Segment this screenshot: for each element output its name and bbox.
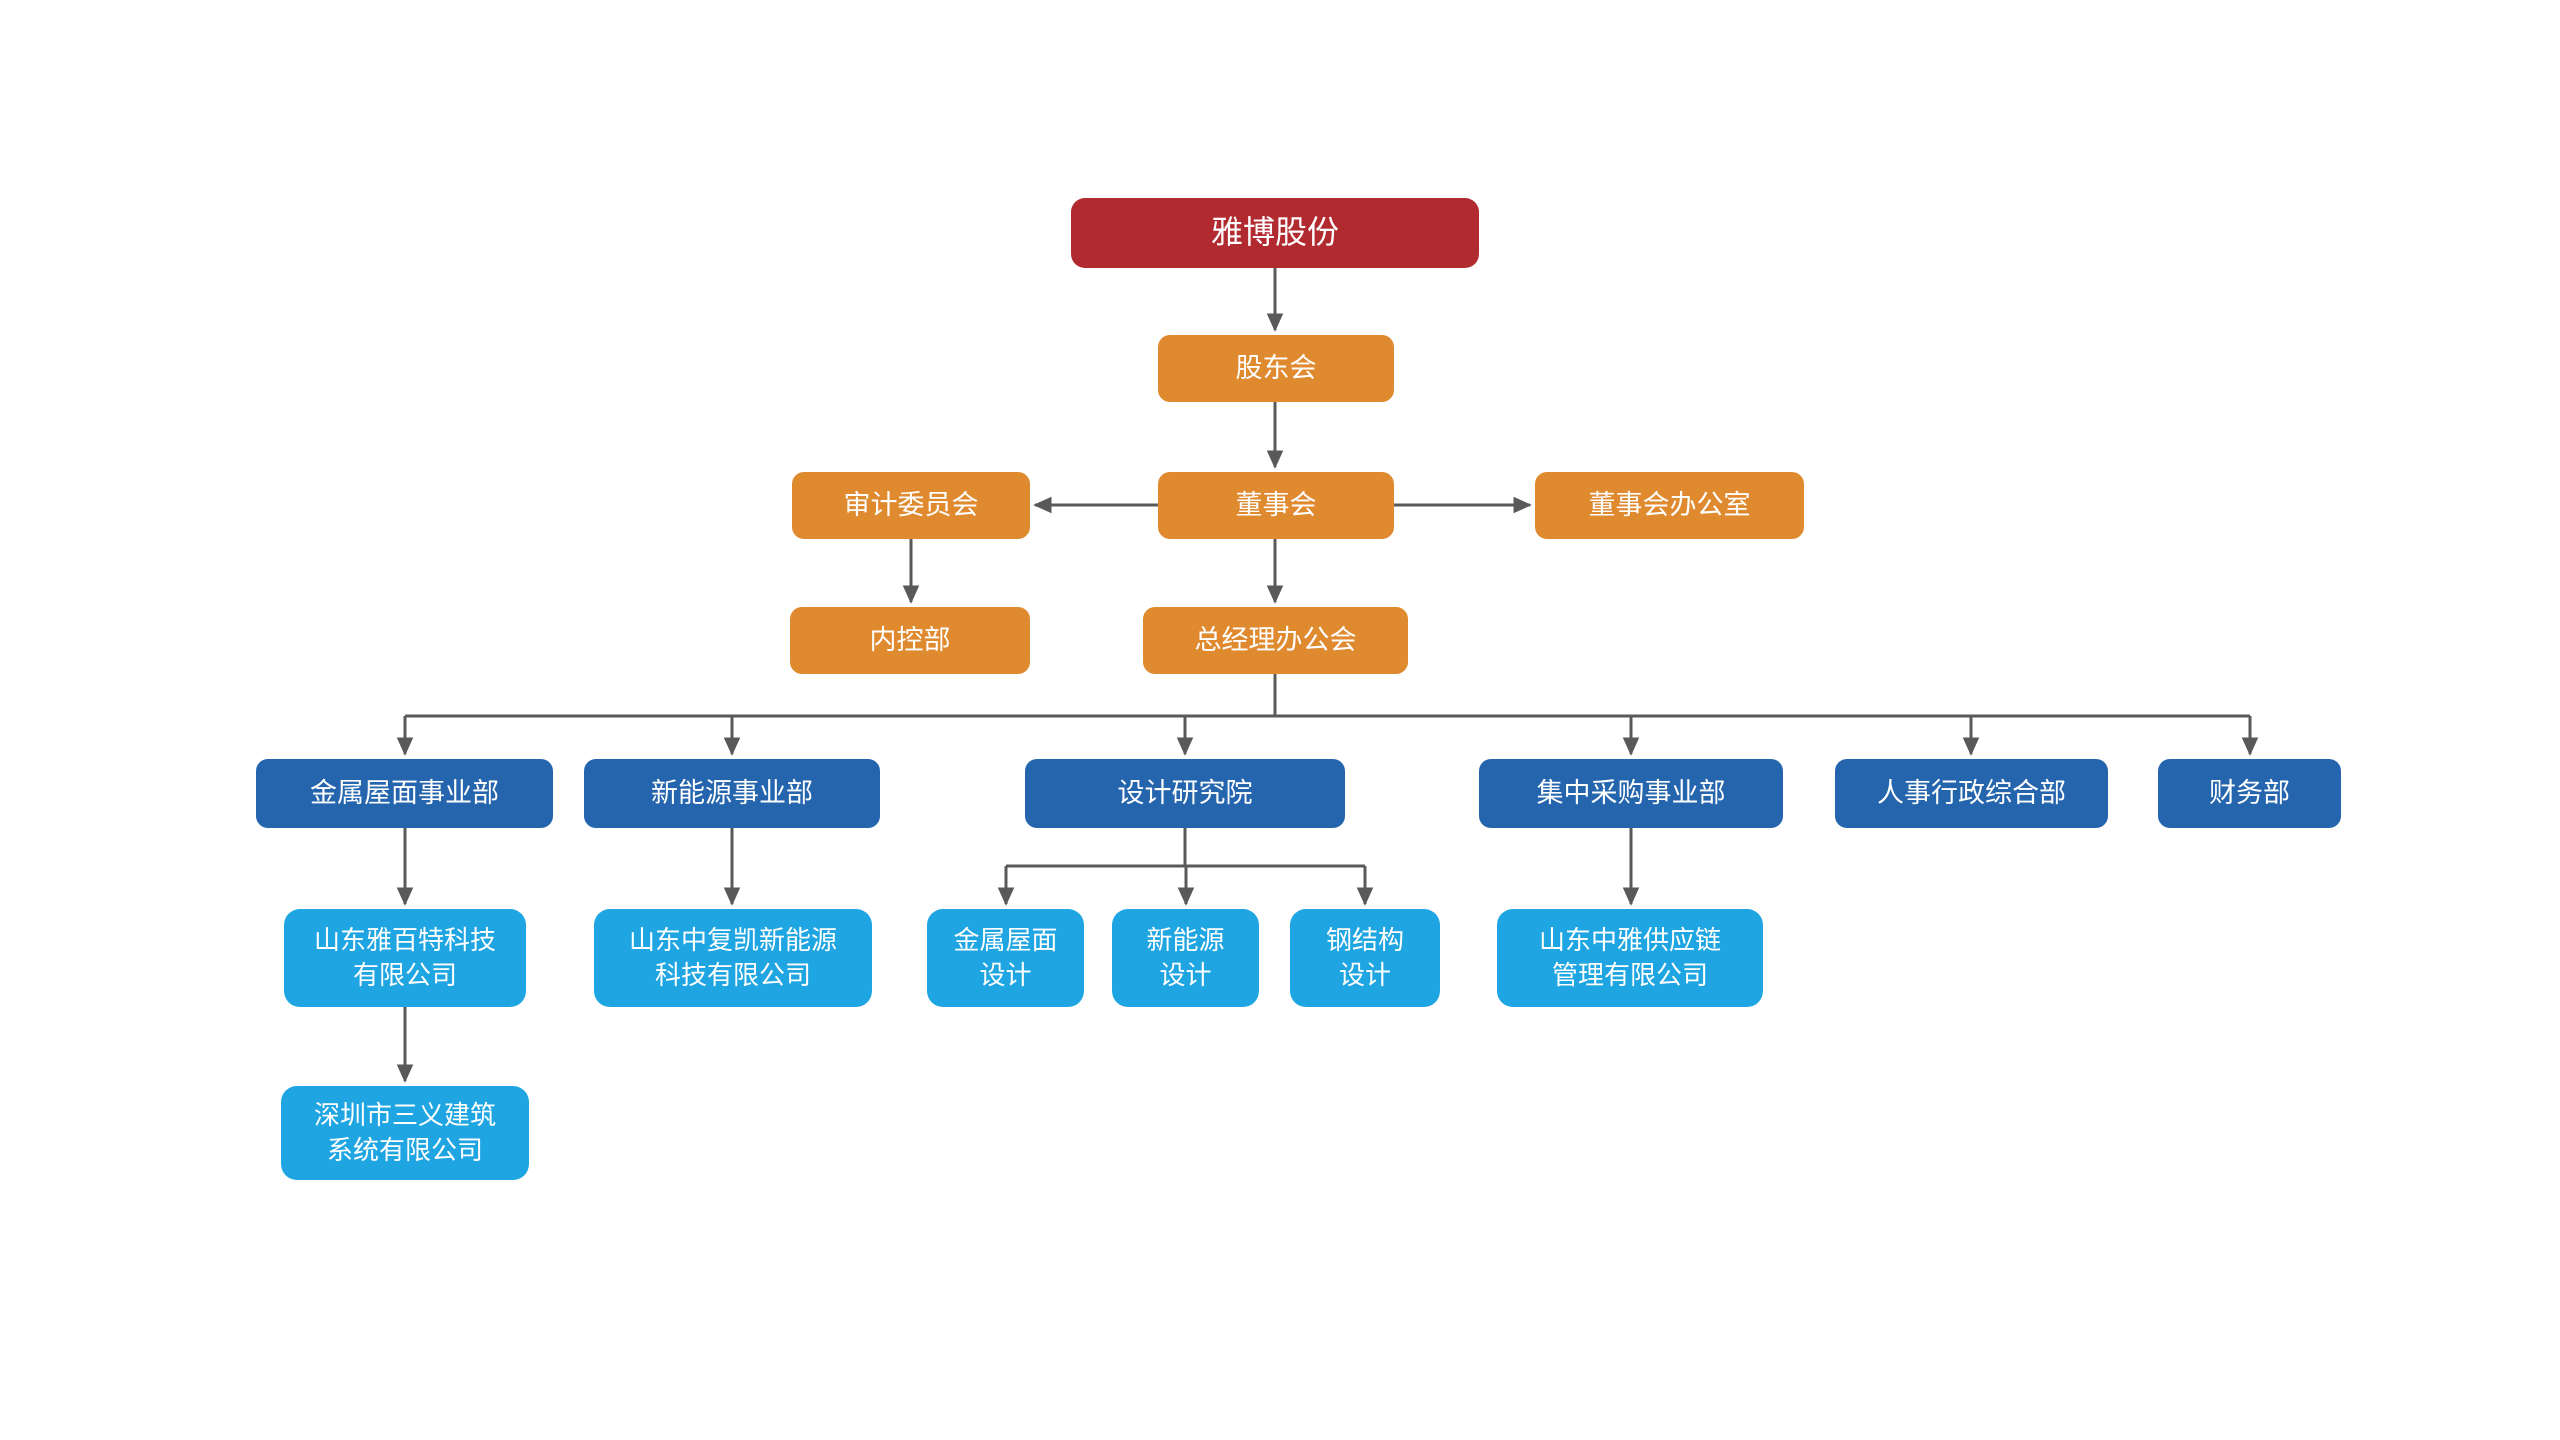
node-zhongfukai-company: 山东中复凯新能源 科技有限公司 [594,909,872,1007]
node-shenzhen-sanyi-company: 深圳市三义建筑 系统有限公司 [281,1086,529,1180]
node-audit-committee: 审计委员会 [792,472,1030,539]
node-procurement-division: 集中采购事业部 [1479,759,1783,828]
node-steel-structure-design: 钢结构 设计 [1290,909,1440,1007]
node-finance-dept: 财务部 [2158,759,2341,828]
node-board-office: 董事会办公室 [1535,472,1804,539]
node-board: 董事会 [1158,472,1394,539]
node-gm-office: 总经理办公会 [1143,607,1408,674]
node-zhongya-supply-company: 山东中雅供应链 管理有限公司 [1497,909,1763,1007]
node-design-institute: 设计研究院 [1025,759,1345,828]
node-metal-roof-design: 金属屋面 设计 [927,909,1084,1007]
node-company-root: 雅博股份 [1071,198,1479,268]
node-new-energy-design: 新能源 设计 [1112,909,1259,1007]
node-metal-roof-division: 金属屋面事业部 [256,759,553,828]
node-shareholders: 股东会 [1158,335,1394,402]
node-yabaite-company: 山东雅百特科技 有限公司 [284,909,526,1007]
node-new-energy-division: 新能源事业部 [584,759,880,828]
node-hr-admin-dept: 人事行政综合部 [1835,759,2108,828]
node-internal-control: 内控部 [790,607,1030,674]
